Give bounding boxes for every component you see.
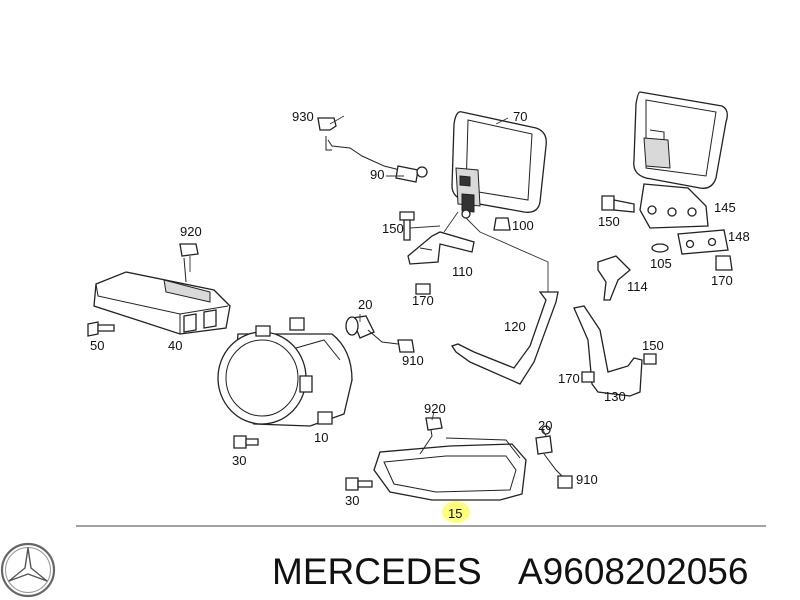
nut-170-upper <box>415 283 431 295</box>
label-910-lower: 910 <box>576 472 598 487</box>
label-100: 100 <box>512 218 534 233</box>
plate-148 <box>677 229 729 255</box>
bulb-20-lower <box>535 425 563 477</box>
nut-100 <box>493 217 511 231</box>
bolt-30-lower <box>345 477 373 491</box>
connector-930 <box>317 117 337 131</box>
label-30-left: 30 <box>232 453 246 468</box>
round-fog-lamp-10 <box>217 317 353 427</box>
label-150-right: 150 <box>642 338 664 353</box>
bolt-50 <box>87 321 115 337</box>
bulb-20-upper <box>345 315 399 345</box>
label-40: 40 <box>168 338 182 353</box>
connector-910-lower <box>557 475 573 489</box>
label-145: 145 <box>714 200 736 215</box>
mount-plate-145 <box>639 183 709 229</box>
nut-170-right <box>581 371 595 383</box>
label-114: 114 <box>627 279 648 294</box>
label-170-far-right: 170 <box>711 273 733 288</box>
connector-920-lower <box>425 417 443 431</box>
bolt-150-top-right <box>601 195 635 213</box>
label-120: 120 <box>504 319 526 334</box>
label-150-top-right: 150 <box>598 214 620 229</box>
bulb-with-wire <box>325 136 428 183</box>
bolt-150-right <box>643 353 657 365</box>
control-unit-40 <box>93 257 231 335</box>
connector-920-left <box>179 243 199 257</box>
leader-lines <box>189 115 549 437</box>
fog-lamp-15 <box>373 423 527 501</box>
highlight-15 <box>442 501 470 523</box>
label-170-right: 170 <box>558 371 580 386</box>
label-70: 70 <box>513 109 527 124</box>
label-920-lower: 920 <box>424 401 446 416</box>
label-50: 50 <box>90 338 104 353</box>
work-lamp <box>451 111 547 219</box>
bracket-120 <box>450 291 559 385</box>
connector-910-upper <box>397 339 415 353</box>
mercedes-star-icon <box>0 542 56 598</box>
label-10: 10 <box>314 430 328 445</box>
label-910-upper: 910 <box>402 353 424 368</box>
nut-170-far-right <box>715 255 733 271</box>
label-105: 105 <box>650 256 672 271</box>
label-130: 130 <box>604 389 626 404</box>
washer-105 <box>651 243 669 253</box>
label-930: 930 <box>292 109 314 124</box>
label-110: 110 <box>452 264 473 279</box>
bracket-130 <box>573 305 643 397</box>
label-15: 15 <box>448 506 462 521</box>
part-labels: 930 70 90 150 100 920 110 170 20 910 50 … <box>90 109 750 521</box>
bracket-110 <box>407 231 475 265</box>
label-90: 90 <box>370 167 384 182</box>
label-150-upper: 150 <box>382 221 404 236</box>
label-30-lower: 30 <box>345 493 359 508</box>
label-20-lower: 20 <box>538 418 552 433</box>
bolt-30-left <box>233 435 259 449</box>
footer-part-number: A9608202056 <box>518 551 748 592</box>
label-170-upper: 170 <box>412 293 434 308</box>
label-920-left: 920 <box>180 224 202 239</box>
label-148: 148 <box>728 229 750 244</box>
bracket-114 <box>597 255 631 301</box>
work-lamp-rear <box>633 91 728 189</box>
label-20-upper: 20 <box>358 297 372 312</box>
footer-brand: MERCEDES <box>272 551 482 592</box>
bolt-150-upper <box>399 211 415 241</box>
